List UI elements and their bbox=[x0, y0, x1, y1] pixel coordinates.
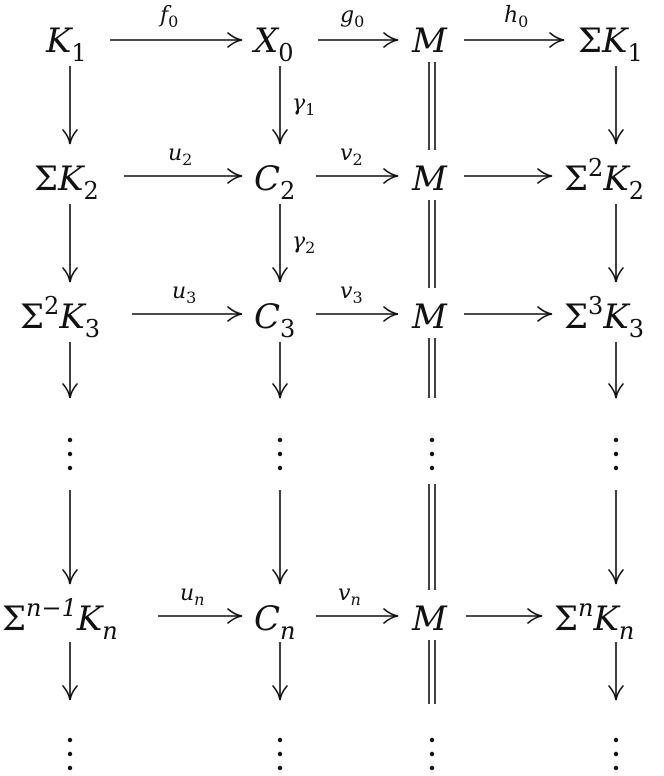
ellipsis-c2-mid bbox=[277, 437, 283, 471]
object-r2c3: M bbox=[411, 159, 448, 199]
ellipsis-c4-bottom bbox=[613, 737, 619, 771]
object-r1c4: ΣK1 bbox=[578, 21, 643, 67]
label-g0: g0 bbox=[340, 3, 364, 31]
label-un: un bbox=[180, 581, 204, 609]
object-r4c4: ΣnKn bbox=[554, 594, 634, 645]
equality-c3-r4-down bbox=[428, 640, 436, 704]
ellipsis-c3-mid bbox=[429, 437, 435, 471]
object-r4c2: Cn bbox=[254, 599, 295, 645]
object-r1c2: X0 bbox=[251, 21, 294, 67]
object-r4c1: Σn−1Kn bbox=[2, 594, 118, 645]
label-v2: v2 bbox=[340, 141, 363, 169]
equality-c3-to-r4 bbox=[428, 484, 436, 590]
object-r4c3: M bbox=[411, 599, 448, 639]
ellipsis-c3-bottom bbox=[429, 737, 435, 771]
ellipsis-c2-bottom bbox=[277, 737, 283, 771]
ellipsis-c1-mid bbox=[67, 437, 73, 471]
ellipsis-c1-bottom bbox=[67, 737, 73, 771]
label-f0: f0 bbox=[158, 3, 178, 31]
label-u2: u2 bbox=[168, 141, 192, 169]
equality-c3-r1r2 bbox=[428, 62, 436, 150]
object-r3c2: C3 bbox=[254, 297, 295, 343]
label-h0: h0 bbox=[504, 3, 528, 31]
object-r3c3: M bbox=[411, 297, 448, 337]
label-gamma2: γ2 bbox=[292, 229, 315, 257]
ellipsis-c4-mid bbox=[613, 437, 619, 471]
object-r2c4: Σ2K2 bbox=[564, 154, 644, 205]
label-gamma1: γ1 bbox=[292, 91, 315, 119]
label-v3: v3 bbox=[340, 279, 363, 307]
equality-c3-r2r3 bbox=[428, 200, 436, 288]
object-r2c1: ΣK2 bbox=[34, 159, 99, 205]
label-u3: u3 bbox=[172, 279, 196, 307]
object-r1c3: M bbox=[411, 21, 448, 61]
label-vn: vn bbox=[338, 581, 361, 609]
object-r3c1: Σ2K3 bbox=[20, 292, 100, 343]
object-r2c2: C2 bbox=[254, 159, 295, 205]
equality-c3-r3-down bbox=[428, 338, 436, 398]
object-r1c1: K1 bbox=[45, 21, 87, 67]
object-r3c4: Σ3K3 bbox=[564, 292, 644, 343]
